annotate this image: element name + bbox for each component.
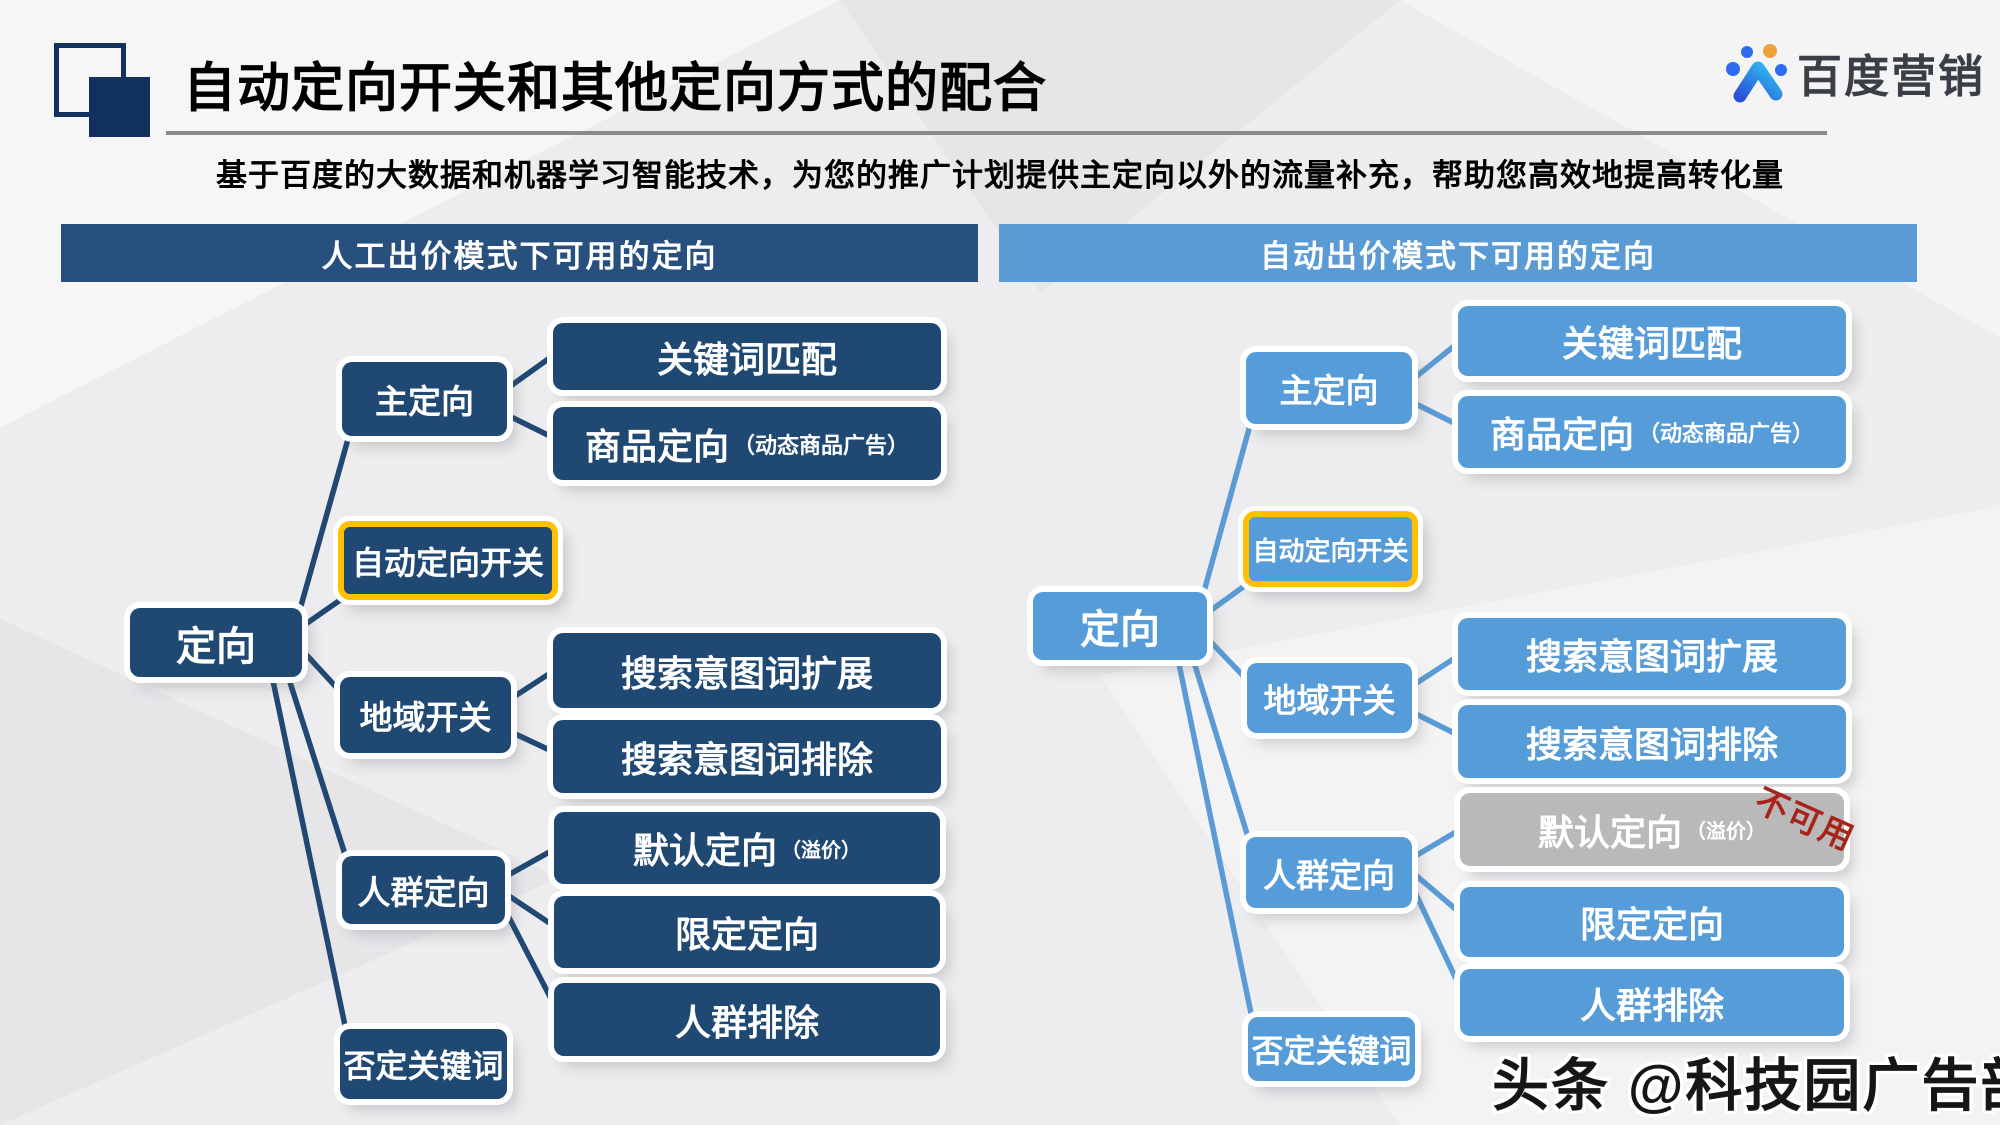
- left-node-default-targeting: 默认定向 （溢价）: [554, 812, 940, 884]
- left-node-keyword-match: 关键词匹配: [553, 323, 941, 390]
- right-node-search-intent-exclude: 搜索意图词排除: [1458, 705, 1846, 778]
- node-label: 商品定向: [584, 425, 729, 467]
- right-node-search-intent-expand: 搜索意图词扩展: [1458, 618, 1846, 690]
- node-label: 商品定向: [1489, 414, 1634, 455]
- left-node-search-intent-expand: 搜索意图词扩展: [553, 633, 941, 708]
- column-header-auto-bidding: 自动出价模式下可用的定向: [999, 224, 1917, 282]
- node-label: 默认定向: [1537, 811, 1682, 853]
- node-note: （溢价）: [781, 839, 861, 862]
- node-label: 默认定向: [632, 830, 777, 871]
- node-note: （溢价）: [1686, 821, 1766, 843]
- title-underline: [166, 131, 1827, 135]
- deck-logo-filled-square: [89, 77, 150, 137]
- brand-logo: 百度营销: [1725, 40, 1985, 105]
- right-node-main-targeting: 主定向: [1246, 352, 1412, 424]
- left-node-auto-targeting-switch: 自动定向开关: [338, 521, 558, 600]
- left-node-root: 定向: [130, 608, 302, 677]
- node-note: （动态商品广告）: [733, 432, 910, 458]
- right-tree-connectors: [1175, 335, 1469, 1031]
- right-node-keyword-match: 关键词匹配: [1458, 306, 1846, 376]
- left-node-region-switch: 地域开关: [340, 677, 511, 753]
- subtitle: 基于百度的大数据和机器学习智能技术，为您的推广计划提供主定向以外的流量补充，帮助…: [216, 158, 1784, 193]
- left-node-crowd-targeting: 人群定向: [342, 856, 505, 924]
- left-node-negative-keywords: 否定关键词: [340, 1029, 507, 1099]
- left-node-main-targeting: 主定向: [342, 362, 507, 436]
- baidu-marketing-icon: [1726, 43, 1787, 102]
- left-tree-connectors: [269, 349, 563, 1043]
- right-node-default-targeting-disabled: 默认定向 （溢价）: [1460, 793, 1844, 866]
- page-title: 自动定向开关和其他定向方式的配合: [183, 59, 1047, 118]
- left-node-search-intent-exclude: 搜索意图词排除: [553, 720, 941, 793]
- left-node-product-targeting: 商品定向 （动态商品广告）: [553, 407, 941, 480]
- left-node-restricted-targeting: 限定定向: [554, 896, 940, 968]
- right-node-restricted-targeting: 限定定向: [1460, 887, 1844, 957]
- right-node-negative-keywords: 否定关键词: [1248, 1017, 1415, 1081]
- right-node-auto-targeting-switch: 自动定向开关: [1243, 511, 1418, 587]
- left-node-crowd-exclude: 人群排除: [554, 983, 940, 1056]
- brand-name: 百度营销: [1797, 51, 1986, 102]
- right-node-root: 定向: [1033, 592, 1207, 660]
- right-node-region-switch: 地域开关: [1247, 663, 1412, 733]
- right-node-product-targeting: 商品定向 （动态商品广告）: [1458, 396, 1846, 468]
- right-node-crowd-exclude: 人群排除: [1460, 969, 1844, 1036]
- node-note: （动态商品广告）: [1638, 421, 1815, 446]
- watermark: 头条 @科技园广告部: [1492, 1054, 2000, 1118]
- column-header-manual-bidding: 人工出价模式下可用的定向: [61, 224, 978, 282]
- right-node-crowd-targeting: 人群定向: [1246, 837, 1412, 908]
